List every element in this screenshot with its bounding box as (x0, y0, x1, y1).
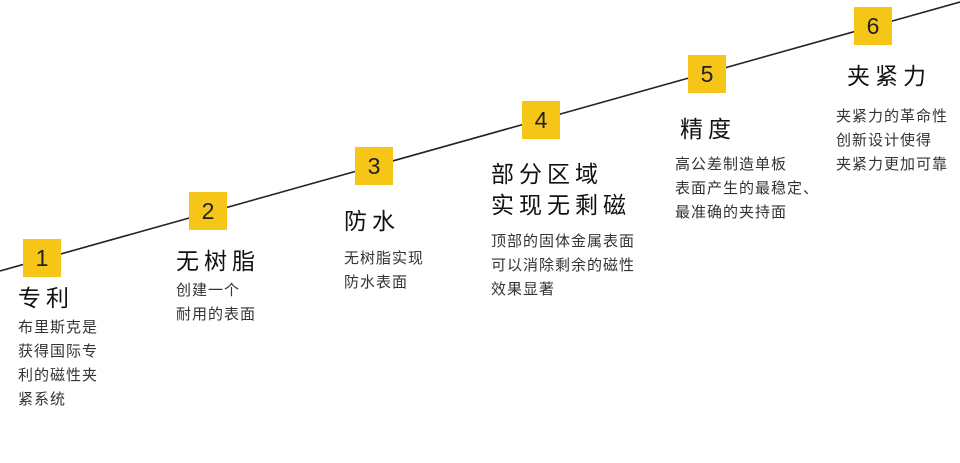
step-4-badge: 4 (522, 101, 560, 139)
step-1-title: 专利 (18, 286, 74, 312)
step-3-badge: 3 (355, 147, 393, 185)
step-6-badge: 6 (854, 7, 892, 45)
step-5-title: 精度 (680, 117, 736, 143)
step-2-title: 无树脂 (176, 249, 260, 275)
step-5-desc: 高公差制造单板 表面产生的最稳定、 最准确的夹持面 (675, 155, 820, 221)
step-1-badge: 1 (23, 239, 61, 277)
step-6-desc: 夹紧力的革命性 创新设计使得 夹紧力更加可靠 (836, 107, 949, 173)
step-5-badge: 5 (688, 55, 726, 93)
step-3-desc: 无树脂实现 防水表面 (344, 249, 425, 291)
step-2-desc: 创建一个 耐用的表面 (176, 281, 257, 323)
step-2-badge: 2 (189, 192, 227, 230)
step-6-title: 夹紧力 (847, 64, 931, 90)
step-3-title: 防水 (344, 209, 400, 235)
step-4-desc: 顶部的固体金属表面 可以消除剩余的磁性 效果显著 (491, 232, 636, 298)
step-4-title: 部分区域 实现无剩磁 (491, 162, 631, 219)
step-1-desc: 布里斯克是 获得国际专 利的磁性夹 紧系统 (18, 318, 99, 408)
